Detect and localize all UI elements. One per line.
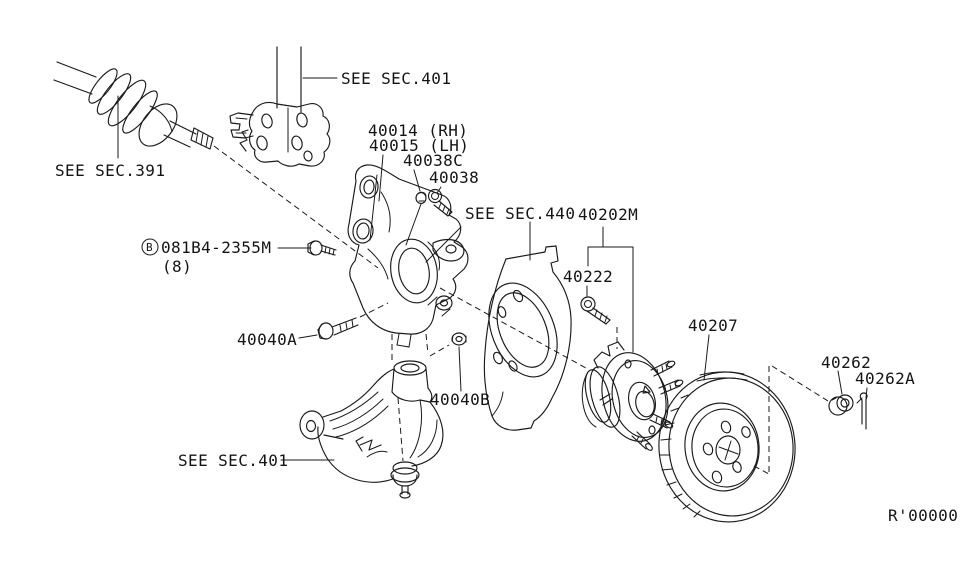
circled-b-marker <box>141 238 159 256</box>
label-40207: 40207 <box>688 316 738 335</box>
label-qty-8: (8) <box>162 257 192 276</box>
label-see-sec-401-strut: SEE SEC.401 <box>341 69 451 88</box>
leader-lines <box>117 77 868 461</box>
label-40014-rh: 40014 (RH) <box>368 121 468 140</box>
label-see-sec-391: SEE SEC.391 <box>55 161 165 180</box>
cotter-pin-40262a-drawing <box>856 392 868 430</box>
steering-knuckle-drawing <box>347 164 469 348</box>
label-40222: 40222 <box>563 267 613 286</box>
label-40040a: 40040A <box>237 330 297 349</box>
bolt-40038-drawing <box>427 188 453 217</box>
bolt-081b4-drawing <box>307 240 337 256</box>
strut-drawing <box>229 46 331 167</box>
nut-40262-drawing <box>828 394 854 416</box>
brake-rotor-drawing <box>658 371 796 523</box>
bolt-40038-axis-line <box>425 226 462 263</box>
label-see-sec-401-arm: SEE SEC.401 <box>178 451 288 470</box>
nut-40040b-drawing <box>451 332 467 346</box>
label-40038: 40038 <box>429 168 479 187</box>
plug-40038c-drawing <box>415 191 427 205</box>
plug-40038c-axis-line <box>405 203 422 246</box>
projection-dashed-lines <box>213 145 829 475</box>
label-40202m: 40202M <box>578 205 638 224</box>
control-arm-drawing <box>299 360 444 499</box>
label-40038c: 40038C <box>403 151 463 170</box>
bolt-40222-drawing <box>580 296 611 325</box>
ref-code: R'00000 <box>888 506 958 525</box>
label-40015-lh: 40015 (LH) <box>369 136 469 155</box>
label-see-sec-440: SEE SEC.440 <box>465 204 575 223</box>
label-40262: 40262 <box>821 353 871 372</box>
label-b-prefix: B <box>146 241 153 254</box>
callout-labels: SEE SEC.391 SEE SEC.401 40014 (RH) 40015… <box>55 69 958 525</box>
bolt-40040a-drawing <box>317 317 359 340</box>
cv-axle-drawing <box>53 61 214 150</box>
label-40262a: 40262A <box>855 369 915 388</box>
splash-shield-drawing <box>483 245 572 431</box>
hub-bearing-assembly-drawing <box>581 341 684 451</box>
label-40040b: 40040B <box>430 390 490 409</box>
label-081b4-2355m: 081B4-2355M <box>161 238 271 257</box>
